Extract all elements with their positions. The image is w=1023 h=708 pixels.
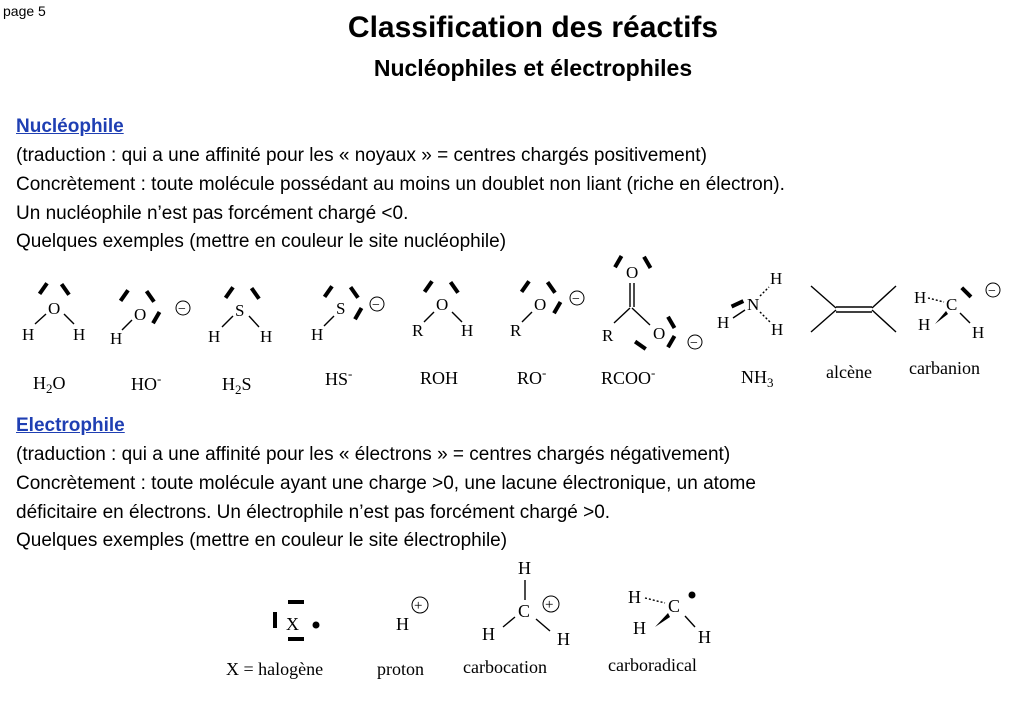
label-hs-minus: HS-	[325, 366, 352, 389]
electrophile-line-2: Concrètement : toute molécule ayant une …	[16, 473, 756, 494]
atom-h: H	[918, 315, 930, 334]
atom-h: H	[771, 320, 783, 339]
structure-h2s: S H H H2S	[208, 286, 272, 397]
atom-h: H	[482, 624, 495, 644]
label-nh3: NH3	[741, 367, 774, 390]
structure-alcene: alcène	[810, 285, 897, 382]
label-carbocation: carbocation	[463, 657, 547, 677]
structure-carboradical: H C H H carboradical	[608, 587, 711, 675]
minus-charge: −	[690, 336, 698, 351]
label-h2s: H2S	[222, 374, 252, 397]
structure-proton: H + proton	[377, 596, 429, 679]
minus-charge: −	[372, 298, 380, 313]
atom-r: R	[412, 321, 424, 340]
atom-h: H	[73, 325, 85, 344]
atom-o: O	[134, 305, 146, 324]
structure-carbanion: H C H H − carbanion	[909, 282, 1001, 378]
atom-r: R	[602, 326, 614, 345]
nucleophile-line-4: Quelques exemples (mettre en couleur le …	[16, 231, 507, 252]
label-rcoo-minus: RCOO-	[601, 365, 655, 388]
nucleophile-line-1: (traduction : qui a une affinité pour le…	[16, 145, 707, 166]
atom-o: O	[534, 295, 546, 314]
structure-nh3: N H H H NH3	[717, 269, 783, 390]
atom-h: H	[633, 618, 646, 638]
atom-h: H	[22, 325, 34, 344]
label-carbanion: carbanion	[909, 358, 980, 378]
page-subtitle: Nucléophiles et électrophiles	[373, 55, 693, 81]
page-title: Classification des réactifs	[347, 11, 719, 44]
structure-h2o: O H H H2O	[22, 282, 85, 396]
structure-ro-minus: O R − RO-	[510, 280, 585, 388]
nucleophile-line-2: Concrètement : toute molécule possédant …	[16, 174, 785, 195]
minus-charge: −	[572, 292, 580, 307]
electrophile-line-4: Quelques exemples (mettre en couleur le …	[16, 530, 508, 551]
atom-n: N	[747, 295, 759, 314]
atom-h: H	[698, 627, 711, 647]
atom-h: H	[396, 614, 409, 634]
nucleophile-line-3: Un nucléophile n’est pas forcément charg…	[16, 203, 409, 224]
atom-c: C	[946, 295, 957, 314]
atom-h: H	[208, 327, 220, 346]
label-ho-minus: HO-	[131, 371, 161, 394]
label-carboradical: carboradical	[608, 655, 697, 675]
plus-charge: +	[414, 598, 422, 614]
nucleophile-heading: Nucléophile	[16, 116, 124, 137]
electrophile-line-1: (traduction : qui a une affinité pour le…	[16, 444, 731, 465]
structure-halogen: X X = halogène	[226, 600, 323, 679]
structure-roh: O R H ROH	[412, 280, 473, 388]
structure-carbocation: H C H H + carbocation	[463, 558, 570, 677]
atom-s: S	[336, 299, 345, 318]
page-number: page 5	[3, 3, 46, 19]
atom-c: C	[518, 601, 530, 621]
structure-rcoo-minus: O R O − RCOO-	[601, 254, 703, 388]
atom-o: O	[653, 324, 665, 343]
label-ro-minus: RO-	[517, 365, 546, 388]
atom-h: H	[717, 313, 729, 332]
atom-h: H	[110, 329, 122, 348]
electrophile-heading: Electrophile	[16, 415, 125, 436]
minus-charge: −	[178, 302, 186, 317]
atom-s: S	[235, 301, 244, 320]
atom-h: H	[628, 587, 641, 607]
label-alcene: alcène	[826, 362, 872, 382]
atom-h: H	[770, 269, 782, 288]
atom-h: H	[972, 323, 984, 342]
label-h2o: H2O	[33, 373, 66, 396]
plus-charge: +	[545, 597, 553, 613]
label-halogene: X = halogène	[226, 659, 323, 679]
structure-ho-minus: O H − HO-	[110, 289, 191, 394]
atom-o: O	[48, 299, 60, 318]
atom-h: H	[557, 629, 570, 649]
label-roh: ROH	[420, 368, 458, 388]
atom-h: H	[518, 558, 531, 578]
atom-h: H	[260, 327, 272, 346]
atom-h: H	[311, 325, 323, 344]
atom-x: X	[286, 614, 299, 634]
atom-c: C	[668, 596, 680, 616]
atom-o: O	[626, 263, 638, 282]
electrophile-line-3: déficitaire en électrons. Un électrophil…	[16, 502, 611, 523]
minus-charge: −	[988, 284, 996, 299]
atom-r: R	[510, 321, 522, 340]
atom-h: H	[914, 288, 926, 307]
structure-hs-minus: S H − HS-	[311, 285, 385, 389]
atom-o: O	[436, 295, 448, 314]
atom-h: H	[461, 321, 473, 340]
label-proton: proton	[377, 659, 424, 679]
